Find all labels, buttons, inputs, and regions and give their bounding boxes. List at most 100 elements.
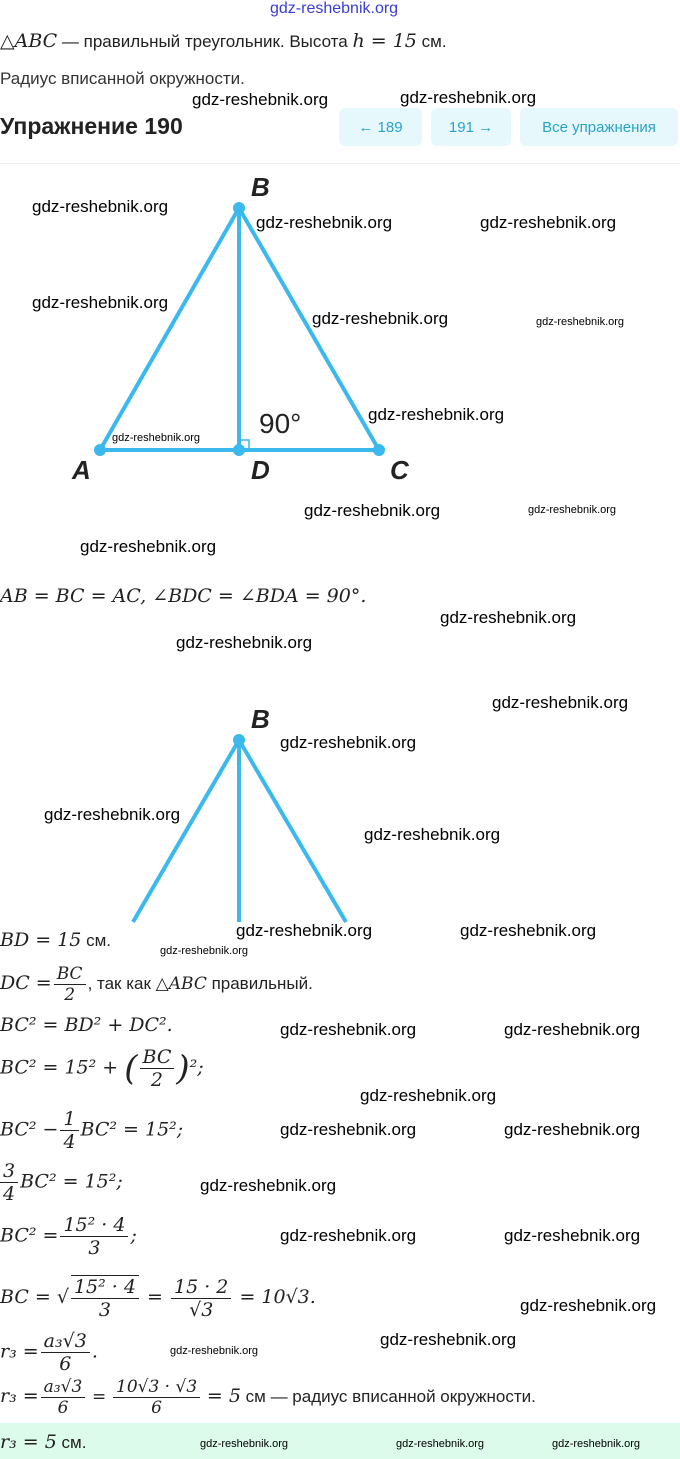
math: △ABC <box>155 973 207 994</box>
math: BC = √ <box>0 1286 69 1308</box>
paren: ( <box>124 1048 138 1089</box>
equation-bd: BD = 15 см. <box>0 929 111 951</box>
numerator: 3 <box>0 1160 19 1183</box>
watermark: gdz-reshebnik.org <box>460 921 597 940</box>
triangle-figure-1 <box>94 202 385 456</box>
watermark: gdz-reshebnik.org <box>32 197 169 216</box>
math: ²; <box>189 1056 204 1079</box>
watermark: gdz-reshebnik.org <box>504 1020 641 1039</box>
label-b: B <box>251 172 270 202</box>
math: . <box>91 1340 98 1363</box>
math: BC² = 15² + <box>0 1056 119 1079</box>
denominator: √3 <box>189 1298 214 1321</box>
math: = <box>92 1386 107 1407</box>
side-ab <box>98 207 241 451</box>
text: — правильный треугольник. Высота <box>61 32 348 51</box>
numerator: 15² · 4 <box>70 1276 139 1299</box>
watermark: gdz-reshebnik.org <box>528 504 617 516</box>
text: правильный. <box>206 973 313 993</box>
watermark: gdz-reshebnik.org <box>236 921 373 940</box>
watermark: gdz-reshebnik.org <box>536 316 625 328</box>
watermark: gdz-reshebnik.org <box>200 1438 289 1450</box>
denominator: 3 <box>88 1237 101 1259</box>
text: , так как <box>87 973 151 993</box>
watermark: gdz-reshebnik.org <box>192 90 329 109</box>
watermark: gdz-reshebnik.org <box>44 805 181 824</box>
numerator: 15 · 2 <box>171 1276 232 1299</box>
watermark: gdz-reshebnik.org <box>80 537 217 556</box>
point-b <box>233 734 245 746</box>
watermark: gdz-reshebnik.org <box>256 213 393 232</box>
watermark: gdz-reshebnik.org <box>270 0 399 17</box>
watermark: gdz-reshebnik.org <box>492 693 629 712</box>
watermark: gdz-reshebnik.org <box>170 1345 259 1357</box>
text: см. <box>56 1433 87 1452</box>
denominator: 6 <box>57 1398 69 1418</box>
text: см. <box>81 931 112 950</box>
math: BD = 15 <box>0 929 82 951</box>
watermark: gdz-reshebnik.org <box>312 309 449 328</box>
numerator: a₃√3 <box>40 1377 86 1398</box>
watermark: gdz-reshebnik.org <box>112 432 201 444</box>
answer-box: r₃ = 5 см. <box>0 1423 680 1459</box>
next-exercise-button[interactable]: 191 → <box>431 108 511 146</box>
equation-pythagoras: BC² = BD² + DC². <box>0 1014 173 1036</box>
answer: r₃ = 5 см. <box>0 1423 680 1453</box>
point-a <box>94 444 106 456</box>
watermark: gdz-reshebnik.org <box>504 1120 641 1139</box>
denominator: 6 <box>59 1353 72 1375</box>
side-bc <box>237 206 381 452</box>
math: BC² − <box>0 1118 59 1141</box>
watermark: gdz-reshebnik.org <box>280 1120 417 1139</box>
text: см. <box>421 32 447 51</box>
numerator: 10√3 · √3 <box>113 1377 201 1398</box>
watermark: gdz-reshebnik.org <box>280 733 417 752</box>
divider <box>0 163 680 164</box>
watermark: gdz-reshebnik.org <box>160 945 249 957</box>
page-title: Упражнение 190 <box>0 113 183 139</box>
label-a: A <box>72 455 91 485</box>
math: = 5 <box>206 1384 241 1407</box>
triangle-figure-2 <box>131 734 348 924</box>
math: BC² = 15²; <box>20 1170 123 1193</box>
watermark: gdz-reshebnik.org <box>364 825 501 844</box>
watermark: gdz-reshebnik.org <box>520 1296 657 1315</box>
watermark: gdz-reshebnik.org <box>280 1020 417 1039</box>
all-exercises-button[interactable]: Все упражнения <box>520 108 678 146</box>
point-c <box>373 444 385 456</box>
watermark: gdz-reshebnik.org <box>304 501 441 520</box>
math: r₃ = <box>0 1384 39 1407</box>
math: △ABC <box>0 30 58 52</box>
numerator: BC <box>139 1046 175 1069</box>
denominator: 4 <box>3 1183 16 1205</box>
numerator: 15² · 4 <box>60 1214 129 1237</box>
paren: ) <box>176 1048 190 1089</box>
watermark: gdz-reshebnik.org <box>360 1086 497 1105</box>
math: DC = <box>0 971 52 994</box>
point-b <box>233 202 245 214</box>
math: r₃ = <box>0 1340 39 1363</box>
watermark: gdz-reshebnik.org <box>176 633 313 652</box>
math: = <box>147 1286 163 1308</box>
text: см — радиус вписанной окружности. <box>240 1386 536 1406</box>
denominator: 2 <box>150 1069 164 1091</box>
angle-label: 90° <box>259 408 302 439</box>
watermark: gdz-reshebnik.org <box>440 608 577 627</box>
problem-find: Радиус вписанной окружности. <box>0 69 245 88</box>
prev-exercise-button[interactable]: ← 189 <box>339 108 422 146</box>
numerator: 1 <box>60 1108 79 1131</box>
watermark: gdz-reshebnik.org <box>368 405 505 424</box>
math: h = 15 <box>352 30 417 52</box>
numerator: BC <box>53 964 86 985</box>
watermark: gdz-reshebnik.org <box>32 293 169 312</box>
watermark: gdz-reshebnik.org <box>552 1438 641 1450</box>
label-c: C <box>390 455 409 485</box>
problem-given: △ABC — правильный треугольник. Высота h … <box>0 30 447 52</box>
